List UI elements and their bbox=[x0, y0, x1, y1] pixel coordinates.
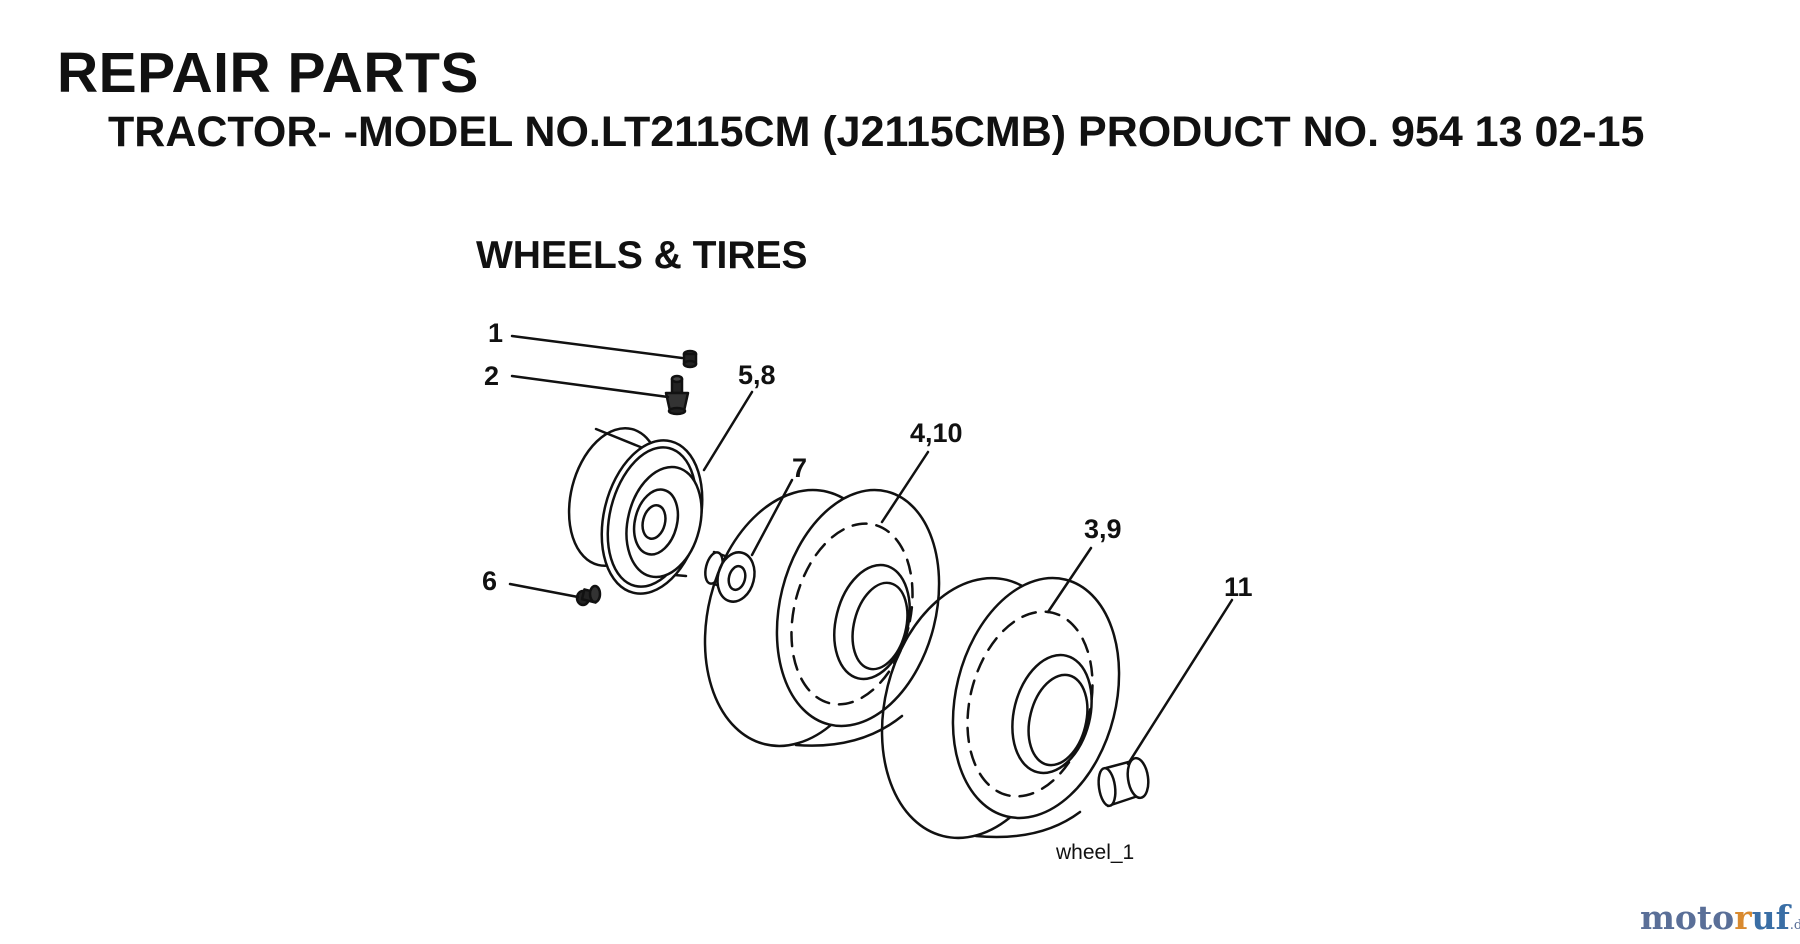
callout-5-8: 5,8 bbox=[738, 360, 776, 390]
leader-line-7 bbox=[750, 478, 794, 557]
model-subtitle: TRACTOR- -MODEL NO.LT2115CM (J2115CMB) P… bbox=[108, 108, 1645, 156]
callout-1: 1 bbox=[488, 318, 503, 348]
callout-7: 7 bbox=[792, 453, 807, 483]
rear-tire-part bbox=[880, 576, 1121, 840]
callout-3-9: 3,9 bbox=[1084, 514, 1122, 544]
leader-line-5-8 bbox=[702, 390, 754, 472]
rim-part bbox=[567, 427, 704, 595]
figure-id: wheel_1 bbox=[1055, 841, 1134, 864]
bushing-part bbox=[704, 550, 756, 603]
leader-line-2 bbox=[510, 374, 670, 399]
front-tire-part bbox=[703, 488, 941, 748]
watermark-logo: motoruf.de bbox=[1640, 898, 1800, 937]
watermark-part-b: r bbox=[1734, 898, 1752, 937]
section-title: WHEELS & TIRES bbox=[476, 234, 808, 277]
leader-line-4-10 bbox=[880, 450, 930, 524]
callout-2: 2 bbox=[484, 361, 499, 391]
page-title: REPAIR PARTS bbox=[57, 41, 479, 105]
bolt-part bbox=[575, 584, 602, 607]
leader-line-6 bbox=[508, 582, 580, 599]
valve-stem-part bbox=[664, 374, 690, 416]
leader-line-3-9 bbox=[1046, 546, 1093, 614]
watermark-part-a: moto bbox=[1640, 898, 1735, 937]
callout-6: 6 bbox=[482, 566, 497, 596]
callout-11: 11 bbox=[1224, 572, 1253, 602]
watermark-part-c: uf bbox=[1751, 898, 1790, 937]
leader-line-1 bbox=[510, 334, 684, 360]
leader-line-11 bbox=[1126, 598, 1234, 766]
valve-cap-part bbox=[682, 349, 698, 369]
callout-4-10: 4,10 bbox=[910, 418, 963, 448]
watermark-suffix: .de bbox=[1789, 918, 1800, 933]
hub-cap-part bbox=[1097, 756, 1150, 808]
